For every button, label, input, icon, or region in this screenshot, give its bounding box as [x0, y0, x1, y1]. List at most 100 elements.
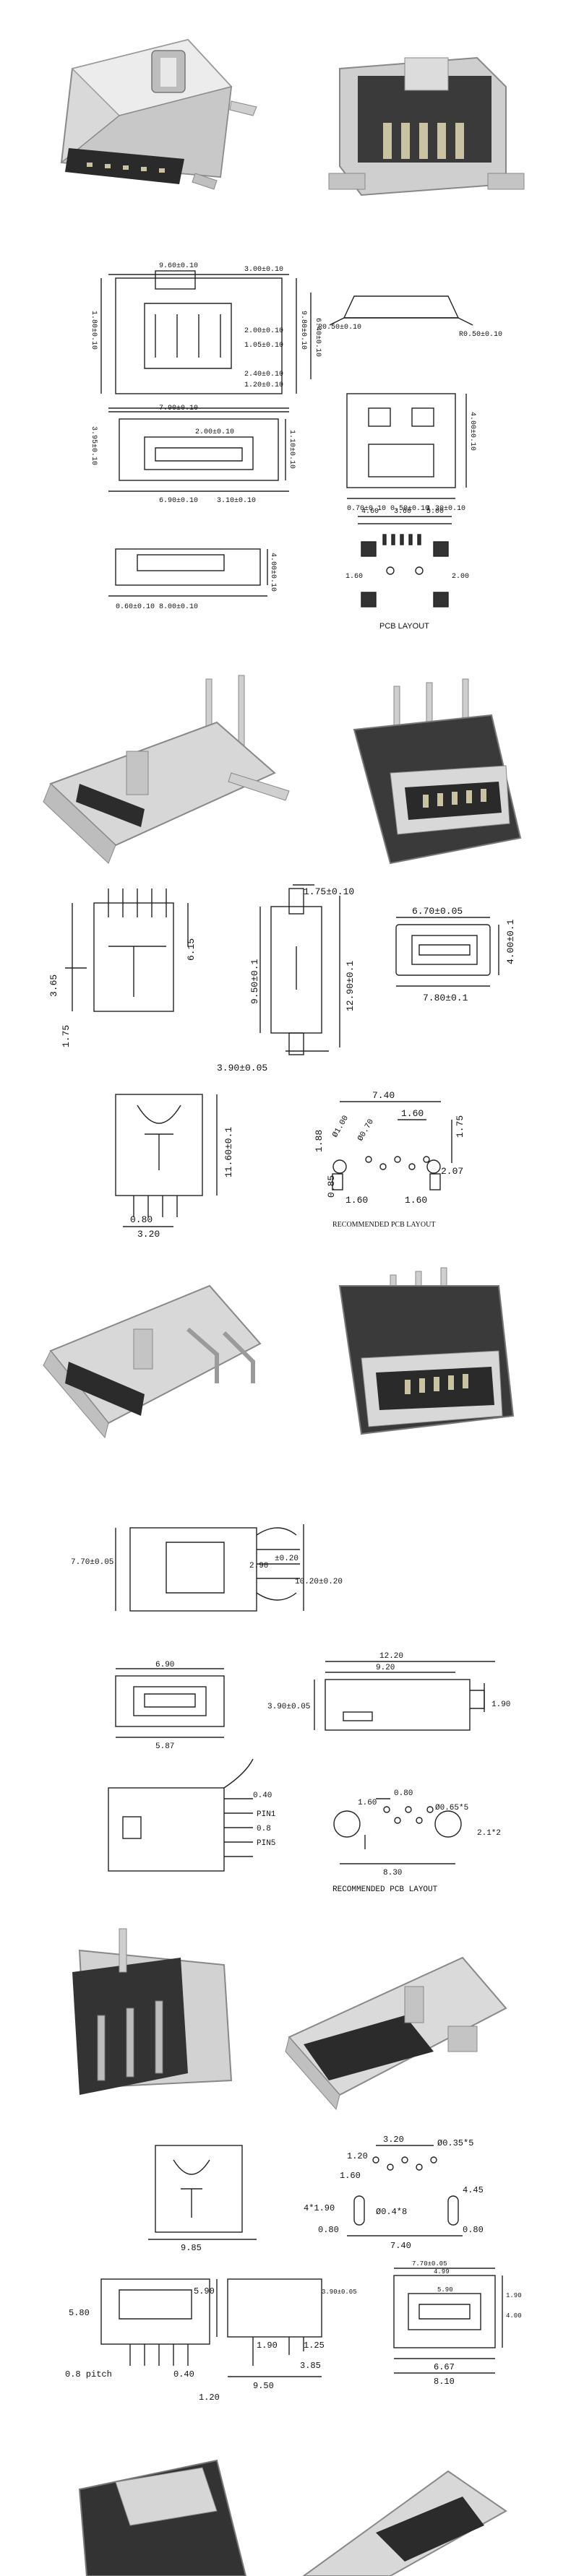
dim-2c-w2: 7.80±0.1	[423, 993, 468, 1003]
dim-2c-w1: 6.70±0.05	[412, 906, 463, 917]
dim-4a-w: 9.85	[181, 2243, 202, 2253]
section-3-photos	[0, 1242, 571, 1459]
drawing-2a-outline	[65, 889, 189, 1012]
connector-photo-partial-right	[302, 2470, 507, 2576]
dim-pcb3-d4: 2.1*2	[477, 1829, 501, 1838]
section-3-drawings: 7.70±0.05 2.90 ±0.20 10.20±0.20 6.90 5.8…	[0, 1459, 571, 1907]
dim-pcb2-d2: 0.85	[326, 1175, 337, 1198]
dim-pcb1-top2: 3.60	[394, 508, 411, 516]
dim-1a-d2: 2.00±0.10	[244, 327, 283, 335]
dim-2d-w: 3.20	[137, 1229, 160, 1240]
pcb-layout-label-1: PCB LAYOUT	[379, 622, 429, 631]
dim-4b-d2: 1.60	[340, 2171, 361, 2181]
dim-4b-w2: 7.40	[390, 2241, 411, 2251]
dim-pcb2-d1: 1.88	[314, 1130, 325, 1152]
dim-4d-h1: 5.90	[194, 2286, 215, 2296]
product-photo-row-3	[43, 1267, 515, 1439]
dim-pcb2-d5: 2.07	[441, 1166, 463, 1177]
dim-pcb1-right: 2.00	[452, 573, 469, 581]
dim-1a-top-width: 9.60±0.10	[159, 262, 198, 270]
dim-1a-d1: 1.80±0.10	[90, 311, 98, 350]
section-5-photos	[0, 2403, 571, 2576]
dim-pcb3-d1: 0.80	[394, 1789, 413, 1798]
dim-1b-r2: R0.50±0.10	[459, 331, 502, 339]
dip-connector-photo-back	[72, 1928, 233, 2095]
dim-1d-w1: 0.70±0.10	[347, 505, 386, 513]
technical-drawing-set-3: 7.70±0.05 2.90 ±0.20 10.20±0.20 6.90 5.8…	[71, 1524, 510, 1894]
pcb-layout-pads-2	[332, 1101, 452, 1190]
drawing-4b-outline	[347, 2145, 463, 2236]
dim-4e-w2: 4.99	[434, 2268, 450, 2275]
pcb-layout-label-3: RECOMMENDED PCB LAYOUT	[332, 1885, 438, 1894]
dim-pcb2-w1: 7.40	[372, 1090, 395, 1101]
dim-3c-w1: 12.20	[379, 1652, 403, 1661]
drawing-1e-outline	[108, 548, 268, 597]
dim-4e-w1: 7.70±0.05	[412, 2260, 447, 2268]
dim-1c-w4: 3.10±0.10	[217, 497, 256, 505]
dim-1d-h1: 4.00±0.10	[468, 412, 476, 451]
dim-4b-d6: 0.80	[318, 2225, 339, 2235]
drawing-4a-outline	[148, 2145, 257, 2240]
dim-1c-w2: 2.00±0.10	[195, 428, 234, 436]
drawing-2d-outline	[115, 1094, 218, 1227]
dim-3a-tol1: ±0.20	[275, 1555, 299, 1563]
dim-4b-d3: 4.45	[463, 2185, 484, 2195]
dim-pcb3-d5: 8.30	[383, 1869, 402, 1877]
drawing-4d-outline	[216, 2278, 322, 2377]
dim-1c-h1: 3.95±0.10	[90, 426, 98, 465]
dim-4b-w1: 3.20	[383, 2135, 404, 2145]
drawing-3a-outline	[115, 1524, 304, 1612]
product-photo-row-1	[60, 38, 525, 196]
dim-1c-w1: 7.90±0.10	[159, 405, 198, 412]
pcb-layout-pads-3	[333, 1798, 462, 1864]
dim-4b-d4: 4*1.90	[304, 2203, 335, 2213]
drawing-1a-outline	[100, 270, 312, 409]
dim-pcb2-d3: 1.60	[345, 1195, 368, 1206]
dim-3d-pin1: PIN1	[257, 1810, 276, 1819]
dim-3a-w1: 2.90	[249, 1562, 268, 1570]
dim-3b-w2: 5.87	[155, 1742, 174, 1751]
drawing-1c-outline	[108, 411, 289, 492]
dim-3a-h2: 10.20±0.20	[295, 1578, 343, 1586]
drawing-3b-outline	[115, 1668, 225, 1738]
vertical-connector-photo-back	[353, 678, 522, 865]
section-2-photos	[0, 672, 571, 881]
dim-pcb3-d2: 1.60	[358, 1799, 377, 1807]
dim-1b-r1: R0.50±0.10	[318, 324, 361, 332]
dim-pcb1-top1: 4.60	[361, 508, 379, 516]
dim-4e-h2: 4.00	[506, 2312, 522, 2320]
dim-4b-d7: 0.80	[463, 2225, 484, 2235]
dim-4c-pitch: 0.8 pitch	[65, 2369, 112, 2380]
dim-3c-w2: 9.20	[376, 1664, 395, 1672]
dim-pcb2-holes1: Ø1.00	[331, 1114, 351, 1139]
section-1-photos	[0, 0, 571, 231]
dim-4e-h1: 1.90	[506, 2292, 522, 2299]
dim-1a-h1: 6.40±0.10	[314, 318, 322, 357]
dim-2d-h: 11.60±0.1	[223, 1127, 234, 1177]
dim-4b-d1: 1.20	[347, 2151, 368, 2161]
dim-pcb2-w2: 1.60	[401, 1108, 424, 1119]
dim-1a-h2: 9.80±0.10	[299, 311, 307, 350]
dim-1d-w2: 0.50±0.10	[390, 505, 429, 513]
pcb-layout-label-2: RECOMMENDED PCB LAYOUT	[332, 1221, 435, 1229]
right-angle-connector-photo-front	[43, 1284, 262, 1439]
dim-3c-h2: 1.90	[491, 1700, 510, 1709]
dim-4e-w5: 8.10	[434, 2377, 455, 2387]
dim-4e-w3: 5.90	[437, 2286, 453, 2294]
dim-3d-d1: 0.40	[253, 1791, 272, 1800]
technical-drawing-set-2: 6.15 3.65 1.75 1.75±0.10 9.50±0.1 12.90±…	[48, 884, 516, 1240]
product-photo-row-4	[72, 1928, 507, 2111]
section-2-drawings: 6.15 3.65 1.75 1.75±0.10 9.50±0.1 12.90±…	[0, 881, 571, 1242]
dim-2c-h1: 4.00±0.1	[505, 919, 516, 964]
dim-3c-h1: 3.90±0.05	[267, 1703, 310, 1711]
dim-4c-h: 5.80	[69, 2308, 90, 2318]
drawing-2b-outline	[259, 884, 340, 1055]
pcb-layout-pads-1	[358, 516, 452, 608]
drawing-1d-outline	[346, 393, 467, 499]
dim-4d-w1: 9.50	[253, 2381, 274, 2391]
section-1-drawings: 9.60±0.10 3.00±0.10 6.40±0.10 9.80±0.10 …	[0, 231, 571, 672]
dim-1c-h2: 1.10±0.10	[288, 430, 296, 469]
dim-pcb2-h1: 1.75	[455, 1115, 465, 1138]
dim-3b-w1: 6.90	[155, 1661, 174, 1669]
vertical-connector-photo-front	[43, 675, 290, 864]
